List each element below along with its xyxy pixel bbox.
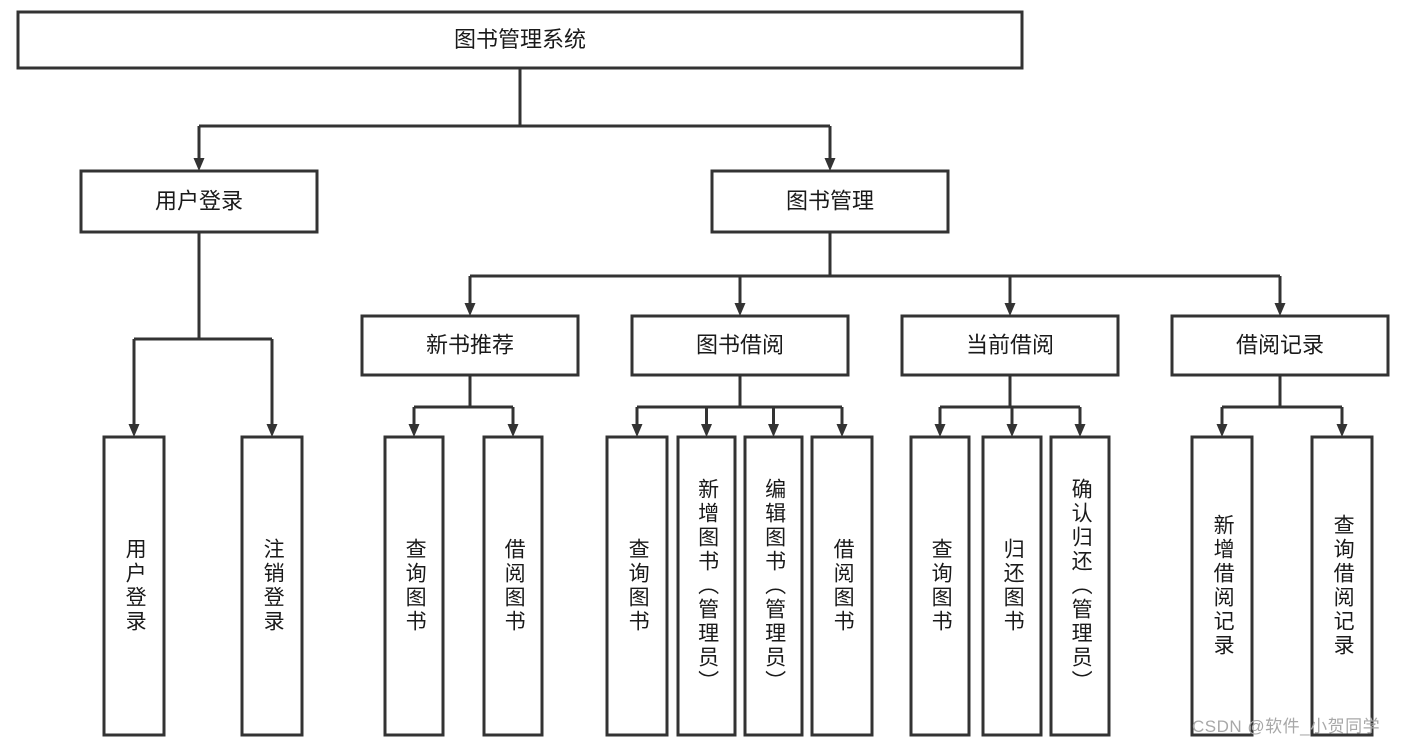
node-user-login-label: 用户登录 [155, 188, 243, 213]
arrow-head-icon [507, 424, 519, 437]
arrow-head-icon [193, 158, 205, 171]
arrow-head-icon [836, 424, 848, 437]
leaf-box-leaf-confirm-return[interactable] [1049, 435, 1111, 737]
arrow-head-icon [768, 424, 779, 437]
node-current-borrow[interactable] [900, 314, 1120, 377]
leaf-box-leaf-query-book-3[interactable] [909, 435, 971, 737]
arrow-head-icon [1004, 303, 1016, 316]
node-book-borrow-label: 图书借阅 [696, 332, 784, 357]
arrow-head-icon [701, 424, 712, 437]
arrow-head-icon [934, 424, 946, 437]
arrow-head-icon [128, 424, 140, 437]
leaf-box-leaf-borrow-book-1[interactable] [482, 435, 544, 737]
arrow-head-icon [1006, 424, 1018, 437]
arrow-head-icon [734, 303, 746, 316]
connector-layer [128, 68, 1348, 437]
node-new-book-recommend-label: 新书推荐 [426, 332, 514, 357]
leaf-box-leaf-user-login[interactable] [102, 435, 166, 737]
arrow-head-icon [1336, 424, 1348, 437]
arrow-head-icon [824, 158, 836, 171]
leaf-box-leaf-query-record[interactable] [1310, 435, 1374, 737]
node-user-login[interactable] [79, 169, 319, 234]
node-root-root-label: 图书管理系统 [454, 27, 586, 52]
node-new-book-recommend[interactable] [360, 314, 580, 377]
leaf-box-leaf-query-book-1[interactable] [383, 435, 445, 737]
arrow-head-icon [1074, 424, 1086, 437]
arrow-head-icon [1274, 303, 1286, 316]
arrow-head-icon [266, 424, 278, 437]
leaf-box-leaf-borrow-book-2[interactable] [810, 435, 874, 737]
arrow-head-icon [1216, 424, 1228, 437]
arrow-head-icon [631, 424, 643, 437]
arrow-head-icon [464, 303, 476, 316]
node-root-root[interactable] [16, 10, 1024, 70]
leaf-box-leaf-add-record[interactable] [1190, 435, 1254, 737]
leaf-box-leaf-user-logout[interactable] [240, 435, 304, 737]
node-borrow-record-label: 借阅记录 [1236, 332, 1324, 357]
node-current-borrow-label: 当前借阅 [966, 332, 1054, 357]
node-borrow-record[interactable] [1170, 314, 1390, 377]
leaf-box-leaf-edit-book[interactable] [743, 435, 804, 737]
node-box-layer [16, 10, 1390, 737]
node-book-borrow[interactable] [630, 314, 850, 377]
leaf-box-leaf-query-book-2[interactable] [605, 435, 669, 737]
leaf-box-leaf-add-book[interactable] [676, 435, 737, 737]
arrow-head-icon [408, 424, 420, 437]
csdn-watermark: CSDN @软件_小贺同学 [1192, 717, 1381, 736]
node-book-manage-label: 图书管理 [786, 188, 874, 213]
node-book-manage[interactable] [710, 169, 950, 234]
leaf-box-leaf-return-book[interactable] [981, 435, 1043, 737]
